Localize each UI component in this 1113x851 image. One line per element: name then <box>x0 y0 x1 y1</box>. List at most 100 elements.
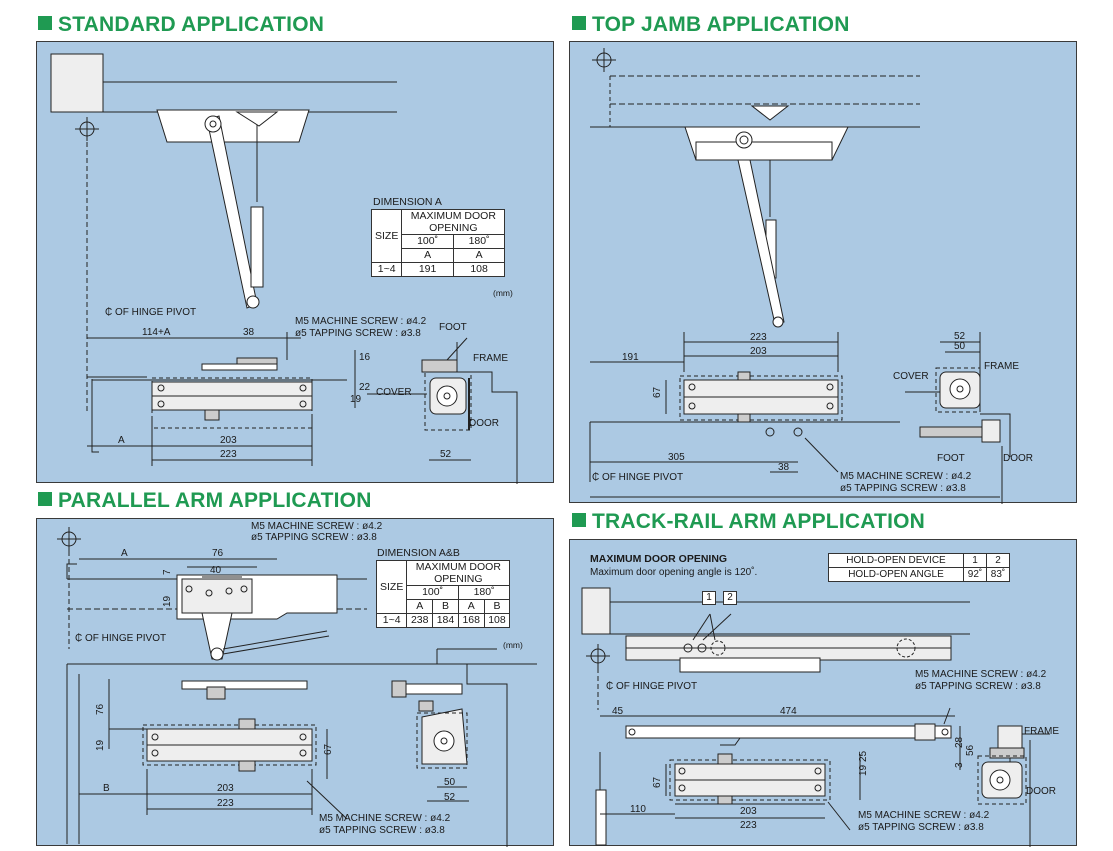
table-col1: 100˚ <box>401 234 454 249</box>
table-size-header: SIZE <box>375 560 408 614</box>
max-opening-text: Maximum door opening angle is 120˚. <box>590 567 758 578</box>
dim-67: 67 <box>652 386 663 398</box>
max-opening-title: MAXIMUM DOOR OPENING <box>590 553 728 565</box>
top-jamb-header: TOP JAMB APPLICATION <box>572 13 850 37</box>
hold-angle-c2: 83˚ <box>986 567 1010 582</box>
screw-label-2: ø5 TAPPING SCREW : ø3.8 <box>251 532 377 543</box>
dim-203: 203 <box>220 435 237 446</box>
dim-203: 203 <box>217 783 234 794</box>
parallel-panel: A 76 40 7 19 76 19 67 B 203 223 50 52 M5… <box>36 518 554 847</box>
dim-76v: 76 <box>95 703 106 715</box>
dim-223: 223 <box>217 798 234 809</box>
standard-header: STANDARD APPLICATION <box>38 13 324 37</box>
screw-label-2: ø5 TAPPING SCREW : ø3.8 <box>915 681 1041 692</box>
dimension-a-caption: DIMENSION A <box>373 196 442 208</box>
track-rail-panel: 45 474 28 56 3 67 19 25 110 203 223 MAXI… <box>569 539 1077 847</box>
frame-label: FRAME <box>984 361 1019 372</box>
dim-76: 76 <box>212 548 224 559</box>
dim-223: 223 <box>220 449 237 460</box>
dim-110: 110 <box>630 804 646 815</box>
dimension-ab-caption: DIMENSION A&B <box>377 547 460 559</box>
standard-diagram: ₵ OF HINGE PIVOT 114+A 38 16 19 22 A 203… <box>50 53 518 484</box>
marker-2: 2 <box>723 591 737 605</box>
dim-56: 56 <box>965 744 976 756</box>
door-label: DOOR <box>1026 786 1056 797</box>
header-square-icon <box>38 492 52 506</box>
dim-52: 52 <box>444 792 456 803</box>
table-sub: A <box>406 599 434 614</box>
dim-38: 38 <box>778 462 790 473</box>
table-sub1: A <box>401 248 454 263</box>
top-jamb-panel: 223 203 191 67 52 50 305 38 COVER FRAME … <box>569 41 1077 504</box>
dim-40: 40 <box>210 565 222 576</box>
dim-203: 203 <box>750 346 767 357</box>
track-rail-header-text: TRACK-RAIL ARM APPLICATION <box>592 510 926 533</box>
dim-114a: 114+A <box>142 327 171 338</box>
dim-b: B <box>103 783 110 794</box>
screw-label-1: M5 MACHINE SCREW : ø4.2 <box>915 669 1047 680</box>
foot-label: FOOT <box>937 453 965 464</box>
table-group-header: MAXIMUM DOOR OPENING <box>401 209 506 235</box>
table-size-header: SIZE <box>370 209 403 263</box>
table-v1: 191 <box>401 262 454 277</box>
header-square-icon <box>572 16 586 30</box>
top-jamb-header-text: TOP JAMB APPLICATION <box>592 13 850 36</box>
dim-25: 25 <box>858 750 869 762</box>
table-row-size: 1~4 <box>375 613 408 628</box>
hinge-pivot-label: ₵ OF HINGE PIVOT <box>75 633 167 644</box>
frame-corner <box>50 53 104 113</box>
dim-223: 223 <box>750 332 767 343</box>
dim-19: 19 <box>95 739 106 751</box>
marker-1: 1 <box>702 591 716 605</box>
door-label: DOOR <box>469 418 499 429</box>
screw-label-4: ø5 TAPPING SCREW : ø3.8 <box>319 825 445 836</box>
track-rail-diagram: 45 474 28 56 3 67 19 25 110 203 223 <box>581 587 1050 847</box>
dim-67: 67 <box>323 743 334 755</box>
dim-50: 50 <box>954 341 966 352</box>
foot-label: FOOT <box>439 322 467 333</box>
hold-device-label: HOLD-OPEN DEVICE <box>828 553 964 568</box>
dim-22: 22 <box>359 382 371 393</box>
dim-28: 28 <box>954 736 965 748</box>
dim-474: 474 <box>780 706 797 717</box>
track-rail-header: TRACK-RAIL ARM APPLICATION <box>572 510 925 534</box>
dim-191: 191 <box>622 352 639 363</box>
parallel-header: PARALLEL ARM APPLICATION <box>38 489 372 513</box>
hold-device-c1: 1 <box>963 553 987 568</box>
hold-device-c2: 2 <box>986 553 1010 568</box>
cover-label: COVER <box>376 387 412 398</box>
dim-305: 305 <box>668 452 685 463</box>
dim-223: 223 <box>740 820 757 831</box>
table-col1: 100˚ <box>406 585 459 600</box>
top-jamb-diagram: 223 203 191 67 52 50 305 38 <box>589 48 1011 504</box>
dim-19: 19 <box>350 394 362 405</box>
table-v2: 108 <box>452 262 506 277</box>
dim-45: 45 <box>612 706 624 717</box>
hinge-pivot-label: ₵ OF HINGE PIVOT <box>592 472 684 483</box>
table-col2: 180˚ <box>452 234 506 249</box>
parallel-header-text: PARALLEL ARM APPLICATION <box>58 489 372 512</box>
table-group-header: MAXIMUM DOOR OPENING <box>406 560 511 586</box>
table-sub: A <box>457 599 485 614</box>
dim-52: 52 <box>440 449 452 460</box>
screw-label-1: M5 MACHINE SCREW : ø4.2 <box>295 316 427 327</box>
cover-label: COVER <box>893 371 929 382</box>
standard-header-text: STANDARD APPLICATION <box>58 13 325 36</box>
table-value: 108 <box>483 613 511 628</box>
screw-label-1: M5 MACHINE SCREW : ø4.2 <box>251 521 383 532</box>
table-sub: B <box>432 599 459 614</box>
screw-label-3: M5 MACHINE SCREW : ø4.2 <box>858 810 990 821</box>
hinge-pivot-label: ₵ OF HINGE PIVOT <box>105 306 196 318</box>
door-label: DOOR <box>1003 453 1033 464</box>
dim-16: 16 <box>359 352 371 363</box>
dim-203: 203 <box>740 806 757 817</box>
table-sub: B <box>483 599 511 614</box>
hold-angle-c1: 92˚ <box>963 567 987 582</box>
table-unit: (mm) <box>493 288 513 298</box>
screw-label-1: M5 MACHINE SCREW : ø4.2 <box>840 471 972 482</box>
hinge-pivot-label: ₵ OF HINGE PIVOT <box>606 681 698 692</box>
dim-50: 50 <box>444 777 456 788</box>
dim-a: A <box>121 548 128 559</box>
